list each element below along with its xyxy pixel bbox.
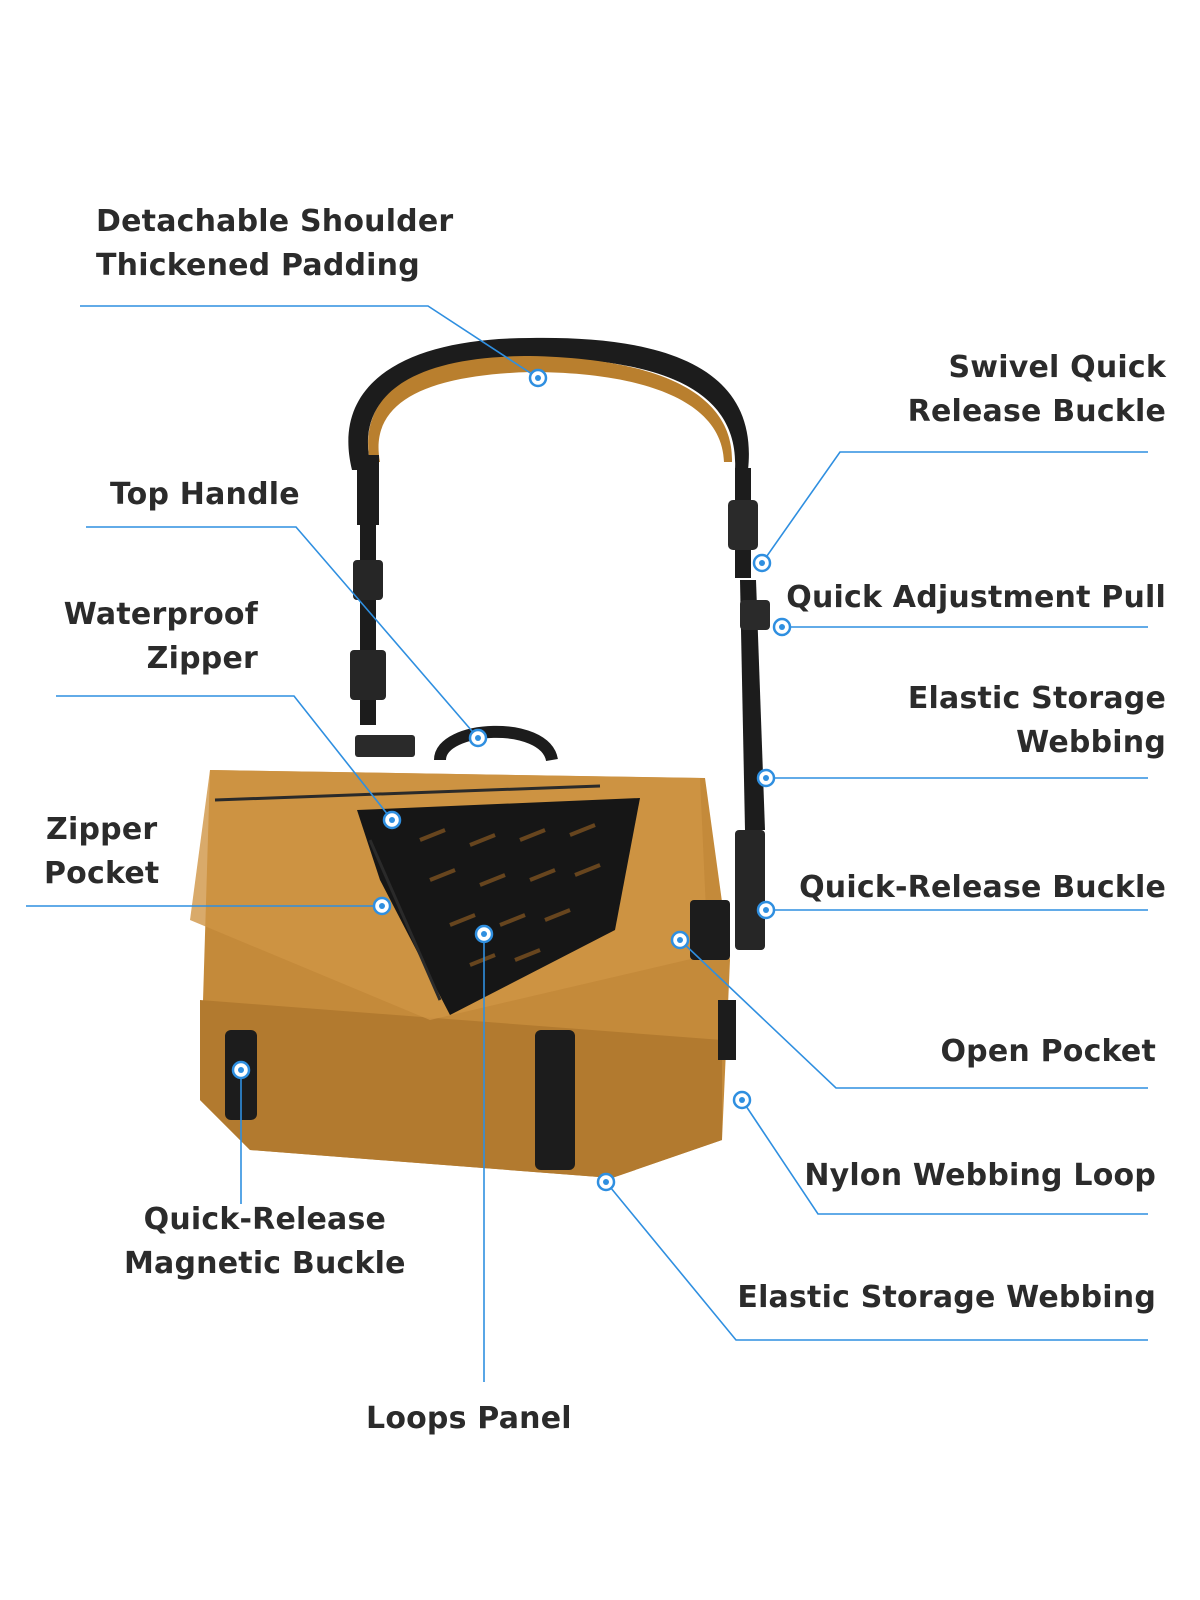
label-line: Pocket <box>44 856 160 891</box>
label-elastic-storage-webbing-top: Elastic Storage Webbing <box>908 677 1166 765</box>
shoulder-strap <box>348 337 770 950</box>
label-waterproof-zipper: Waterproof Zipper <box>64 593 258 681</box>
label-elastic-storage-webbing-bottom: Elastic Storage Webbing <box>737 1276 1156 1320</box>
label-line: Top Handle <box>110 477 300 512</box>
label-detachable-shoulder: Detachable Shoulder Thickened Padding <box>96 200 453 288</box>
label-line: Open Pocket <box>940 1034 1156 1069</box>
label-line: Magnetic Buckle <box>124 1246 406 1281</box>
label-nylon-webbing-loop: Nylon Webbing Loop <box>804 1154 1156 1198</box>
label-line: Quick-Release Buckle <box>799 870 1166 905</box>
label-line: Zipper <box>46 812 158 847</box>
top-handle-shape <box>434 725 558 762</box>
label-quick-release-buckle: Quick-Release Buckle <box>799 866 1166 910</box>
label-line: Thickened Padding <box>96 248 420 283</box>
label-top-handle: Top Handle <box>110 473 300 517</box>
label-open-pocket: Open Pocket <box>940 1030 1156 1074</box>
label-line: Elastic Storage Webbing <box>737 1280 1156 1315</box>
callout-markers <box>231 368 792 1192</box>
label-line: Loops Panel <box>366 1401 572 1436</box>
label-line: Zipper <box>146 641 258 676</box>
label-line: Swivel Quick <box>948 350 1166 385</box>
callout-lines <box>26 305 1148 1382</box>
label-quick-adjustment-pull: Quick Adjustment Pull <box>786 576 1166 620</box>
label-magnetic-buckle: Quick-Release Magnetic Buckle <box>124 1198 406 1286</box>
label-line: Detachable Shoulder <box>96 204 454 239</box>
label-zipper-pocket: Zipper Pocket <box>44 808 159 896</box>
label-line: Quick Adjustment Pull <box>786 580 1166 615</box>
label-line: Waterproof <box>63 597 258 632</box>
label-line: Webbing <box>1016 725 1166 760</box>
label-line: Release Buckle <box>907 394 1166 429</box>
label-line: Elastic Storage <box>907 681 1166 716</box>
label-line: Quick-Release <box>143 1202 387 1237</box>
label-loops-panel: Loops Panel <box>366 1397 572 1441</box>
label-line: Nylon Webbing Loop <box>804 1158 1156 1193</box>
bag-body <box>190 770 736 1178</box>
label-swivel-buckle: Swivel Quick Release Buckle <box>908 346 1166 434</box>
